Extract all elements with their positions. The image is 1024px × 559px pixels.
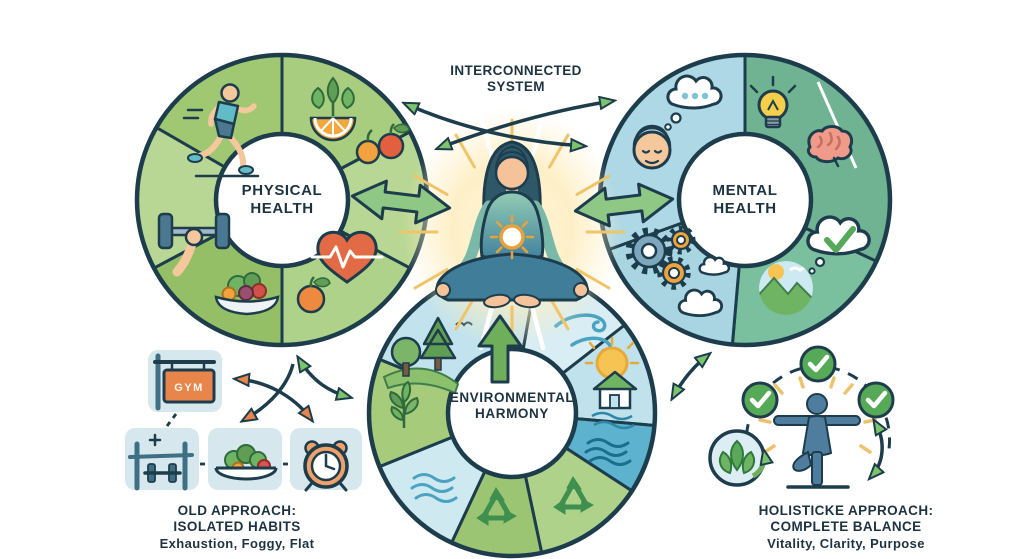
check-circles (741, 345, 895, 419)
tile-connectors (162, 413, 289, 466)
apple-icon (296, 276, 331, 314)
trees-icon (382, 316, 473, 395)
diagram-title: INTERCONNECTED SYSTEM (421, 63, 611, 95)
gears-icon (625, 225, 696, 290)
environment-mental-arrow (673, 355, 708, 397)
holistic-approach-figure (708, 345, 895, 489)
recycling-icon (553, 476, 595, 515)
old-approach-arrows (237, 363, 311, 420)
landscape-icon (759, 261, 813, 315)
mental-health-label: MENTAL HEALTH (712, 182, 778, 217)
check-thought-bubble-icon (806, 215, 871, 275)
gym-sign-icon: GYM (153, 353, 216, 411)
thinking-face-icon (632, 124, 672, 170)
salad-plate-icon (214, 444, 278, 481)
heart-ekg-icon (310, 230, 384, 284)
water-waves-blue-icon (584, 438, 632, 466)
leaf-badge-icon (708, 429, 765, 487)
vegetable-bowl-icon (214, 272, 280, 316)
lightbulb-icon (749, 75, 797, 129)
brain-icon (806, 125, 854, 168)
holistic-approach-heading: HOLISTICKE APPROACH: (758, 503, 934, 518)
inner-light-icon (489, 214, 535, 260)
weight-bench-icon (128, 433, 194, 491)
physical-center-arrow (350, 179, 452, 225)
eco-house-icon (591, 370, 638, 430)
sprout-citrus-icon (309, 76, 357, 142)
mental-center-arrow (573, 182, 675, 228)
meditating-person (435, 140, 589, 309)
interconnection-arrows (299, 101, 708, 397)
cross-arrow-top-2 (439, 101, 612, 148)
physical-environment-arrow (299, 359, 349, 397)
balance-pose-person (773, 393, 861, 489)
holistic-approach-subheading: COMPLETE BALANCE (770, 519, 922, 535)
old-approach-tiles: GYM (125, 350, 362, 492)
alarm-clock-icon (303, 440, 349, 492)
old-approach-caption: OLD APPROACH: ISOLATED HABITS Exhaustion… (127, 503, 347, 552)
thought-bubble-icon (664, 74, 723, 131)
dumbbell-hand-icon (157, 212, 231, 277)
up-arrow-icon (477, 314, 523, 384)
holistic-approach-caption: HOLISTICKE APPROACH: COMPLETE BALANCE Vi… (736, 503, 956, 552)
gym-sign-label: GYM (174, 382, 204, 394)
old-approach-descriptors: Exhaustion, Foggy, Flat (159, 535, 315, 551)
title-line-1: INTERCONNECTED (450, 63, 582, 78)
runner-icon (182, 83, 260, 178)
environmental-harmony-label: ENVIRONMENTAL HARMONY (449, 390, 575, 421)
old-approach-subheading: ISOLATED HABITS (173, 519, 301, 535)
recycling-icon-2 (476, 487, 518, 526)
cycle-arrow (871, 422, 882, 477)
leaf-plant-icon (389, 380, 419, 428)
title-line-2: SYSTEM (487, 78, 545, 94)
holistic-approach-descriptors: Vitality, Clarity, Purpose (767, 535, 925, 551)
apples-icon (355, 123, 410, 165)
old-approach-heading: OLD APPROACH: (177, 503, 297, 518)
physical-health-label: PHYSICAL HEALTH (241, 182, 323, 217)
center-exchange-arrows (350, 179, 675, 228)
water-waves-pale-icon (410, 473, 458, 503)
